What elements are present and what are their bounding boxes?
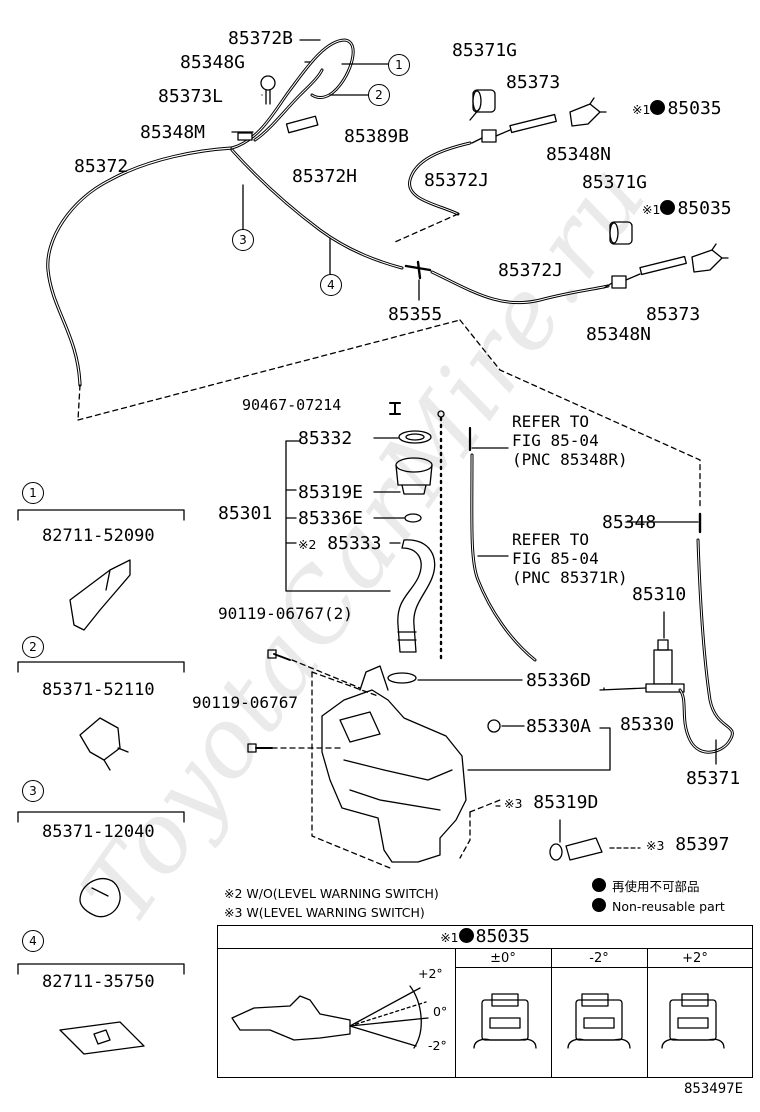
callout-legend-2: 2 bbox=[22, 636, 44, 658]
table-rule bbox=[218, 948, 753, 949]
callout-4-marker: 4 bbox=[320, 274, 342, 296]
table-divider bbox=[551, 948, 552, 1077]
figure-id: 853497E bbox=[684, 1081, 744, 1097]
label-85348G: 85348G bbox=[180, 52, 246, 73]
label-85372J-a: 85372J bbox=[424, 170, 490, 191]
callout-part-3: 85371-12040 bbox=[42, 822, 155, 842]
legend-en: Non-reusable part bbox=[592, 898, 725, 914]
label-85371: 85371 bbox=[686, 768, 741, 789]
angle-0: 0° bbox=[433, 1004, 448, 1019]
label-85373L: 85373L bbox=[158, 86, 224, 107]
label-85372H: 85372H bbox=[292, 166, 358, 187]
legend-dot bbox=[592, 898, 606, 912]
non-reusable-dot bbox=[660, 200, 676, 215]
label-85310: 85310 bbox=[632, 584, 687, 605]
callout-legend-4: 4 bbox=[22, 930, 44, 952]
label-85330: 85330 bbox=[620, 714, 675, 735]
label-85371G-a: 85371G bbox=[452, 40, 518, 61]
label-85348N-b: 85348N bbox=[586, 324, 652, 345]
callout-part-1: 82711-52090 bbox=[42, 526, 155, 546]
legend-jp: 再使用不可部品 bbox=[592, 878, 700, 894]
callout-3-marker: 3 bbox=[232, 229, 254, 251]
refer-note-85348R: REFER TO FIG 85-04 (PNC 85348R) bbox=[512, 412, 628, 469]
angle-minus2: -2° bbox=[428, 1038, 447, 1053]
label-85348N-a: 85348N bbox=[546, 144, 612, 165]
table-divider bbox=[455, 948, 456, 1077]
refer-note-85371R: REFER TO FIG 85-04 (PNC 85371R) bbox=[512, 530, 628, 587]
connector-sketches bbox=[473, 993, 725, 1049]
hose-85372 bbox=[46, 146, 234, 387]
callout-1-marker: 1 bbox=[388, 54, 410, 76]
label-85355: 85355 bbox=[388, 304, 443, 325]
label-85319E: 85319E bbox=[298, 482, 364, 503]
note-3: ※3 W(LEVEL WARNING SWITCH) bbox=[224, 905, 425, 920]
legend-dot bbox=[592, 878, 606, 892]
callout-part-4: 82711-35750 bbox=[42, 972, 155, 992]
label-90119-06767: 90119-06767 bbox=[192, 693, 298, 712]
label-85336E: 85336E bbox=[298, 508, 364, 529]
table-col-minus2: -2° bbox=[589, 951, 609, 966]
label-85330A: 85330A bbox=[526, 716, 592, 737]
table-col-plus2: +2° bbox=[682, 951, 708, 966]
angle-plus2: +2° bbox=[418, 966, 443, 981]
label-85397: ※3 85397 bbox=[646, 834, 730, 855]
label-85372B: 85372B bbox=[228, 28, 294, 49]
label-90119-06767-2: 90119-06767(2) bbox=[218, 604, 353, 623]
label-85373-b: 85373 bbox=[646, 304, 701, 325]
label-85336D: 85336D bbox=[526, 670, 592, 691]
note-2: ※2 W/O(LEVEL WARNING SWITCH) bbox=[224, 886, 439, 901]
label-85371G-b: 85371G bbox=[582, 172, 648, 193]
callout-part-2: 85371-52110 bbox=[42, 680, 155, 700]
non-reusable-dot bbox=[458, 928, 474, 943]
label-85348M: 85348M bbox=[140, 122, 206, 143]
callout-legend-1: 1 bbox=[22, 482, 44, 504]
label-90467-07214: 90467-07214 bbox=[242, 396, 342, 414]
label-85348: 85348 bbox=[602, 512, 657, 533]
non-reusable-dot bbox=[650, 100, 666, 115]
label-85389B: 85389B bbox=[344, 126, 410, 147]
label-85301: 85301 bbox=[218, 503, 273, 524]
label-85372J-b: 85372J bbox=[498, 260, 564, 281]
callout-legend-3: 3 bbox=[22, 780, 44, 802]
table-rule bbox=[455, 967, 753, 968]
label-85332: 85332 bbox=[298, 428, 353, 449]
label-85373-a: 85373 bbox=[506, 72, 561, 93]
table-col-0: ±0° bbox=[490, 951, 516, 966]
table-divider bbox=[647, 948, 648, 1077]
label-85319D: ※3 85319D bbox=[504, 792, 599, 813]
label-85372: 85372 bbox=[74, 156, 129, 177]
label-85333: ※2 85333 bbox=[298, 533, 382, 554]
callout-2-marker: 2 bbox=[368, 84, 390, 106]
callout-brackets bbox=[17, 509, 185, 975]
